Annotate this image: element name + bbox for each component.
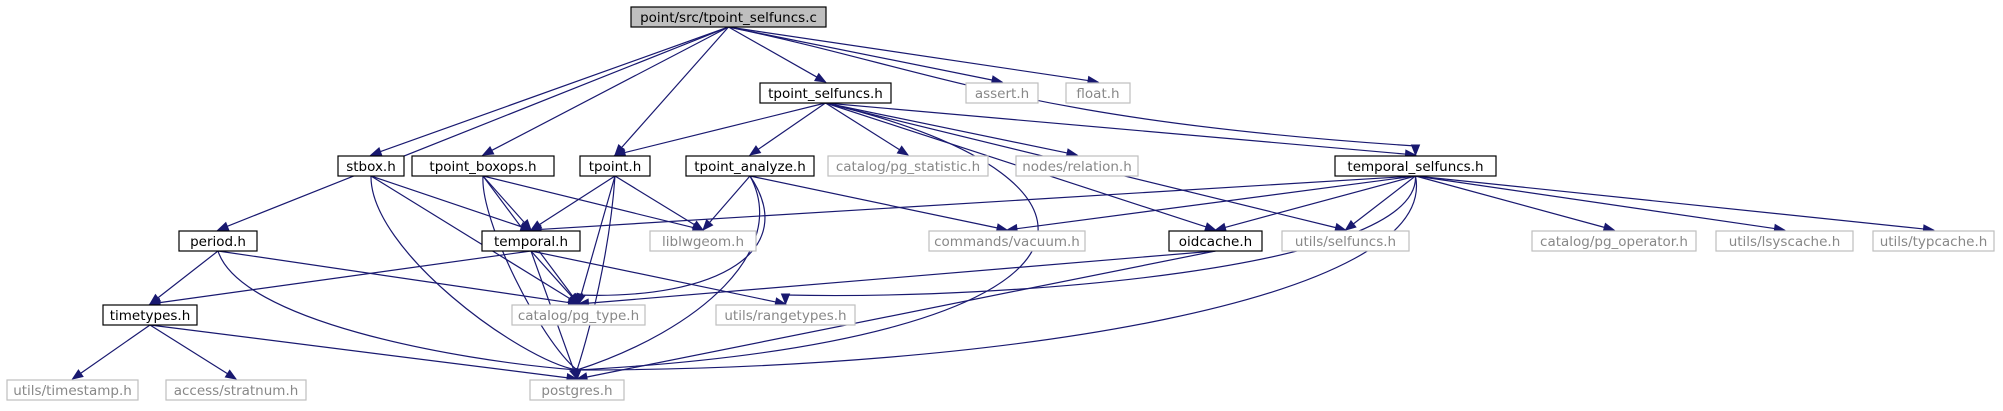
node-label: utils/selfuncs.h: [1295, 234, 1396, 250]
edge-root-to-tpoint_h: [614, 26, 729, 157]
node-timetypes-h[interactable]: timetypes.h: [102, 304, 198, 326]
node-label: liblwgeom.h: [662, 234, 744, 250]
node-float-h: float.h: [1065, 82, 1131, 104]
node-label: postgres.h: [541, 383, 612, 399]
node-label: catalog/pg_operator.h: [1540, 234, 1688, 250]
edge-tpoint_boxops_h-to-temporal_h: [482, 175, 532, 232]
node-label: catalog/pg_statistic.h: [836, 159, 980, 175]
node-lsyscache-h: utils/lsyscache.h: [1715, 230, 1854, 252]
node-timestamp-h: utils/timestamp.h: [6, 379, 139, 401]
edge-temporal_selfuncs_h-to-lsyscache_h: [1415, 175, 1786, 234]
edge-tpoint_selfuncs_h-to-nodes_relation_h: [825, 102, 1079, 158]
node-label: tpoint.h: [589, 159, 642, 175]
node-label: assert.h: [975, 86, 1029, 102]
edge-oidcache_h-to-postgres_h: [575, 250, 1216, 382]
edge-tpoint_h-to-liblwgeom_h: [614, 175, 705, 231]
node-label: tpoint_analyze.h: [694, 159, 806, 175]
node-pg-type-h: catalog/pg_type.h: [511, 304, 646, 326]
node-tpoint-boxops-h[interactable]: tpoint_boxops.h: [411, 155, 555, 177]
edge-temporal_selfuncs_h-to-pg_operator_h: [1415, 175, 1616, 232]
node-root[interactable]: point/src/tpoint_selfuncs.c: [630, 6, 827, 28]
edge-temporal_h-to-pg_type_h: [530, 250, 580, 306]
node-stratnum-h: access/stratnum.h: [165, 379, 307, 401]
node-label: catalog/pg_type.h: [518, 308, 639, 324]
node-label: utils/lsyscache.h: [1729, 234, 1841, 250]
node-label: temporal_selfuncs.h: [1347, 159, 1483, 175]
node-oidcache-h[interactable]: oidcache.h: [1168, 230, 1263, 252]
node-label: access/stratnum.h: [174, 383, 299, 399]
node-label: utils/typcache.h: [1880, 234, 1988, 250]
node-nodes-relation-h: nodes/relation.h: [1015, 155, 1139, 177]
node-label: temporal.h: [494, 234, 568, 250]
edge-tpoint_analyze_h-to-commands_vacuum_h: [749, 175, 1009, 233]
node-layer: point/src/tpoint_selfuncs.c tpoint_selfun…: [6, 6, 1995, 401]
edge-root-to-tpoint_selfuncs_h: [728, 26, 827, 83]
node-rangetypes-h: utils/rangetypes.h: [715, 304, 856, 326]
node-label: timetypes.h: [110, 308, 191, 324]
edge-tpoint_boxops_h-to-liblwgeom_h: [482, 175, 705, 233]
node-label: utils/rangetypes.h: [724, 308, 846, 324]
edge-root-to-stbox_h: [369, 26, 729, 156]
edge-timetypes_h-to-timestamp_h: [71, 324, 151, 380]
edge-tpoint_selfuncs_h-to-pg_statistic_h: [825, 102, 910, 156]
node-label: oidcache.h: [1179, 234, 1252, 250]
edge-tpoint_analyze_h-to-liblwgeom_h: [702, 175, 751, 232]
edge-temporal_selfuncs_h-to-postgres_h: [572, 175, 1418, 381]
node-tpoint-analyze-h[interactable]: tpoint_analyze.h: [685, 155, 815, 177]
node-period-h[interactable]: period.h: [178, 230, 258, 252]
edge-temporal_selfuncs_h-to-oidcache_h: [1214, 175, 1416, 232]
edge-tpoint_selfuncs_h-to-tpoint_h: [613, 102, 826, 158]
node-label: float.h: [1076, 86, 1119, 102]
node-label: utils/timestamp.h: [13, 383, 132, 399]
node-liblwgeom-h: liblwgeom.h: [649, 230, 757, 252]
edge-temporal_selfuncs_h-to-typcache_h: [1415, 175, 1935, 234]
edge-root-to-tpoint_boxops_h: [481, 26, 729, 156]
edge-stbox_h-to-postgres_h: [370, 175, 582, 381]
node-pg-operator-h: catalog/pg_operator.h: [1531, 230, 1697, 252]
edge-timetypes_h-to-stratnum_h: [149, 324, 238, 380]
edge-period_h-to-pg_type_h: [217, 250, 580, 308]
node-label: commands/vacuum.h: [934, 234, 1080, 250]
node-temporal-selfuncs-h[interactable]: temporal_selfuncs.h: [1334, 155, 1497, 177]
edge-tpoint_h-to-pg_type_h: [576, 175, 616, 306]
edge-root-to-float_h: [728, 26, 1100, 86]
edge-root-to-period_h: [216, 26, 729, 231]
node-label: stbox.h: [346, 159, 396, 175]
node-tpoint-selfuncs-h[interactable]: tpoint_selfuncs.h: [759, 82, 892, 104]
node-postgres-h: postgres.h: [529, 379, 625, 401]
edge-tpoint_selfuncs_h-to-temporal_selfuncs_h: [825, 102, 1417, 159]
node-utils-selfuncs-h: utils/selfuncs.h: [1281, 230, 1410, 252]
node-commands-vacuum-h: commands/vacuum.h: [928, 230, 1086, 252]
edge-temporal_selfuncs_h-to-temporal_h: [529, 175, 1416, 235]
edge-oidcache_h-to-pg_type_h: [577, 250, 1216, 308]
node-assert-h: assert.h: [965, 82, 1039, 104]
node-stbox-h[interactable]: stbox.h: [337, 155, 405, 177]
node-label: tpoint_selfuncs.h: [768, 86, 883, 102]
node-label: period.h: [190, 234, 246, 250]
node-tpoint-h[interactable]: tpoint.h: [579, 155, 651, 177]
node-label: nodes/relation.h: [1022, 159, 1132, 175]
node-temporal-h[interactable]: temporal.h: [481, 230, 581, 252]
node-label: tpoint_boxops.h: [429, 159, 536, 175]
edge-temporal_selfuncs_h-to-rangetypes_h: [780, 175, 1417, 306]
node-typcache-h: utils/typcache.h: [1872, 230, 1995, 252]
edge-tpoint_selfuncs_h-to-tpoint_analyze_h: [748, 102, 826, 156]
node-label: point/src/tpoint_selfuncs.c: [640, 10, 817, 26]
edge-layer: [71, 26, 1935, 383]
node-pg-statistic-h: catalog/pg_statistic.h: [827, 155, 989, 177]
edge-temporal_selfuncs_h-to-utils_selfuncs_h: [1344, 175, 1416, 231]
